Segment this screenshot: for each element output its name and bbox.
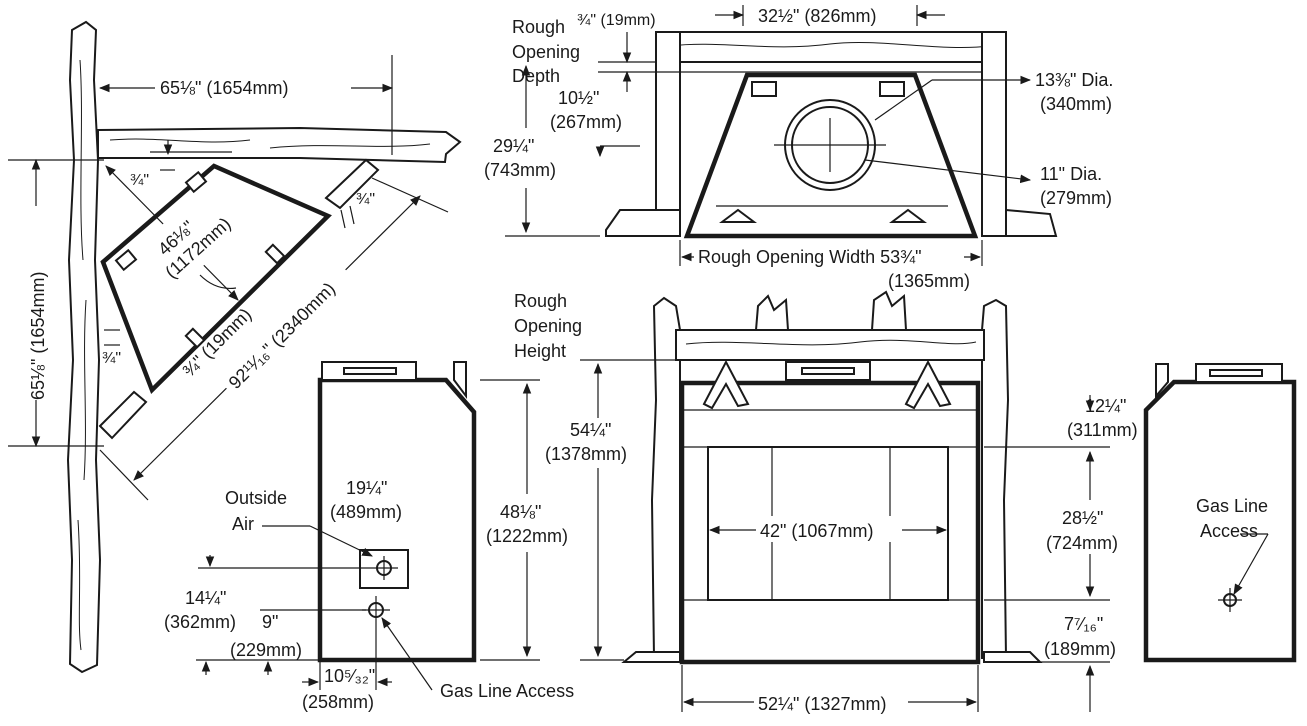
front-firebox-opening — [707, 446, 949, 601]
top-rough-depth-line1: Rough — [512, 17, 565, 37]
top-rough-depth-line2: Opening — [512, 42, 580, 62]
front-right-bracket — [904, 359, 952, 410]
side-unit-height-line1: 48⅛" — [500, 502, 541, 522]
side-gas-offset-line1: 10⁵⁄₃₂" — [324, 666, 375, 686]
right-gas-line2: Access — [1200, 521, 1258, 541]
corner-wall-horizontal — [97, 126, 462, 164]
top-depth-a-line1: 10½" — [558, 88, 599, 108]
front-opening-width-label: 42" (1067mm) — [760, 521, 873, 541]
top-outer-dia-line2: (340mm) — [1040, 94, 1112, 114]
top-rough-width-line1: Rough Opening Width 53¾" — [698, 247, 922, 267]
corner-wall-vertical — [66, 20, 102, 674]
front-opening-height-line2: (724mm) — [1046, 533, 1118, 553]
front-header-post-right — [870, 290, 908, 331]
front-header-post-left — [754, 294, 790, 331]
top-grille-right — [879, 81, 905, 97]
corner-block-lower — [98, 390, 148, 440]
front-rough-height-dim1: 54¼" — [570, 420, 611, 440]
side-unit-height-line2: (1222mm) — [486, 526, 568, 546]
top-width-label: 32½" (826mm) — [758, 6, 876, 26]
top-plan-view: Rough Opening Depth ¾" (19mm) 32½" (826m… — [484, 5, 1113, 291]
top-stud-left — [655, 31, 681, 237]
side-outside-air-line1: Outside — [225, 488, 287, 508]
top-foot-right — [1005, 208, 1058, 237]
right-flue-tab — [1155, 363, 1169, 399]
top-inner-dia-line1: 11" Dia. — [1040, 164, 1102, 184]
front-unit-width-label: 52¼" (1327mm) — [758, 694, 886, 714]
top-inner-dia-line2: (279mm) — [1040, 188, 1112, 208]
front-rough-height-line3: Height — [514, 341, 566, 361]
top-clearance-label: ¾" (19mm) — [577, 12, 656, 29]
side-view: Outside Air 19¼" (489mm) 14¼" (362mm) 9"… — [164, 361, 574, 712]
front-rough-height-dim2: (1378mm) — [545, 444, 627, 464]
front-foot-left — [621, 651, 681, 663]
side-gas-offset-line2: (258mm) — [302, 692, 374, 712]
corner-height-label: 65⅛" (1654mm) — [28, 272, 48, 400]
side-air-height-line1: 14¼" — [185, 588, 226, 608]
top-foot-bracket-left — [719, 208, 757, 223]
corner-offset-right-label: ¾" — [356, 191, 375, 208]
top-rough-depth-line3: Depth — [512, 66, 560, 86]
front-foot-right — [983, 651, 1043, 663]
front-stud-right — [981, 298, 1010, 659]
side-air-height-line2: (362mm) — [164, 612, 236, 632]
front-bottom-band-line2: (189mm) — [1044, 639, 1116, 659]
corner-plate-grain — [109, 138, 431, 149]
side-outside-air-line2: Air — [232, 514, 254, 534]
front-view: 42" (1067mm) 52¼" (1327mm) Rough Opening… — [514, 290, 1138, 716]
front-bottom-band-line1: 7⁷⁄₁₆" — [1064, 614, 1103, 634]
front-top-band-line2: (311mm) — [1067, 420, 1138, 440]
top-outer-dia-line1: 13⅜" Dia. — [1035, 70, 1113, 90]
side-gas-label: Gas Line Access — [440, 681, 574, 701]
top-grille-left — [751, 81, 777, 97]
front-top-band-line1: 12¼" — [1085, 396, 1126, 416]
front-rough-height-line1: Rough — [514, 291, 567, 311]
top-depth-b-line2: (743mm) — [484, 160, 556, 180]
corner-width-label: 65⅛" (1654mm) — [160, 78, 288, 98]
corner-offset-top-label: ¾" — [130, 172, 149, 189]
top-foot-bracket-right — [889, 208, 927, 223]
top-stud-right — [981, 31, 1007, 237]
side-flue-tab — [453, 361, 467, 399]
right-side-view: Gas Line Access — [1143, 363, 1297, 663]
right-gas-line1: Gas Line — [1196, 496, 1268, 516]
top-foot-left — [605, 209, 681, 237]
corner-offset-left-label: ¾" — [102, 350, 121, 367]
side-air-width-line2: (489mm) — [330, 502, 402, 522]
top-depth-b-line1: 29¼" — [493, 136, 534, 156]
front-rough-height-line2: Opening — [514, 316, 582, 336]
side-air-width-line1: 19¼" — [346, 478, 387, 498]
front-opening-height-line1: 28½" — [1062, 508, 1103, 528]
side-gas-height-line2: (229mm) — [230, 640, 302, 660]
side-gas-height-line1: 9" — [262, 612, 278, 632]
front-left-bracket — [702, 359, 750, 410]
top-rough-width-line2: (1365mm) — [888, 271, 970, 291]
top-depth-a-line2: (267mm) — [550, 112, 622, 132]
